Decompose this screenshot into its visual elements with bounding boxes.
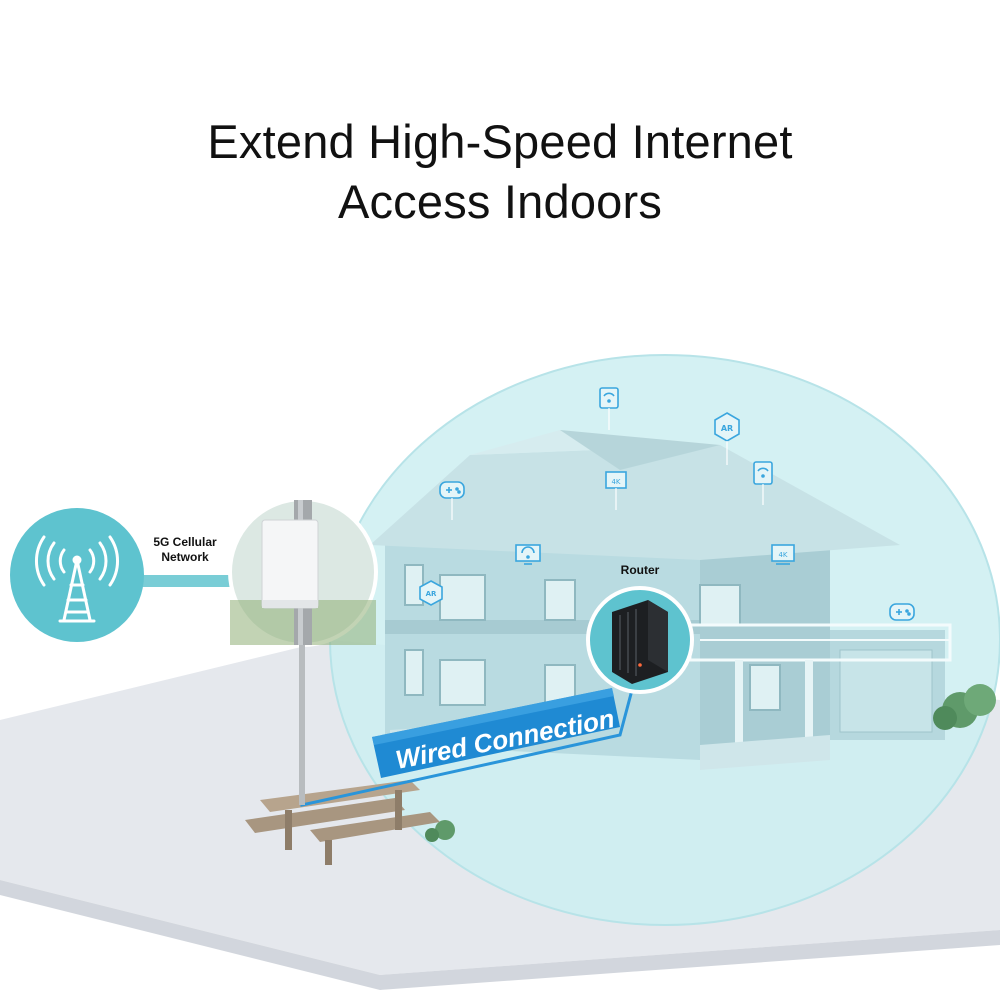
- monitor-wifi-icon: [515, 544, 541, 565]
- gamepad-icon: [439, 481, 465, 520]
- router-badge: [586, 586, 694, 694]
- headline-line-1: Extend High-Speed Internet: [207, 115, 793, 168]
- gamepad-icon: [889, 603, 915, 621]
- outdoor-cpe-device: [261, 519, 319, 609]
- cellular-network-label-line-1: 5G Cellular: [153, 535, 217, 549]
- ar-headset-icon: AR: [714, 412, 740, 465]
- tablet-wifi-icon: [599, 387, 619, 430]
- svg-text:4K: 4K: [611, 478, 620, 486]
- tablet-wifi-icon: [753, 461, 773, 505]
- headline-line-2: Access Indoors: [337, 175, 663, 228]
- svg-text:4K: 4K: [778, 551, 787, 559]
- device-icons: AR 4K 4K A: [419, 387, 915, 621]
- headline: Extend High-Speed Internet Access Indoor…: [0, 112, 1000, 232]
- ar-headset-icon: AR: [419, 580, 443, 606]
- router-icon: [612, 600, 668, 684]
- tv-4k-icon: 4K: [771, 544, 795, 565]
- cell-tower-badge: [10, 508, 144, 642]
- house: [370, 430, 952, 770]
- cellular-network-label-line-2: Network: [161, 550, 209, 564]
- shrub: [425, 684, 996, 842]
- outdoor-cpe-badge: [228, 497, 378, 647]
- router-label: Router: [620, 563, 660, 577]
- cellular-link-band: [135, 575, 235, 587]
- svg-text:AR: AR: [721, 424, 733, 433]
- cell-tower-icon: [34, 535, 120, 623]
- svg-text:AR: AR: [426, 590, 437, 598]
- tv-4k-icon: 4K: [605, 471, 627, 510]
